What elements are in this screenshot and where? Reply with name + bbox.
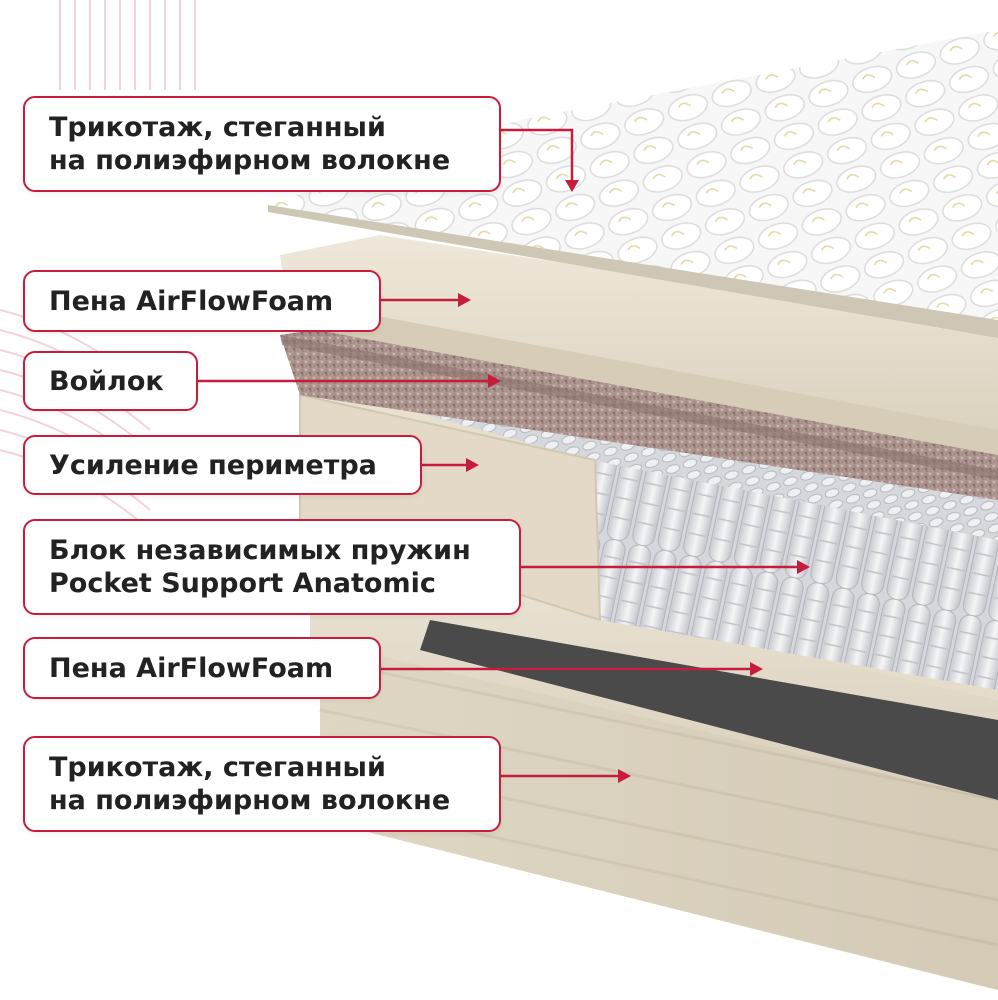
label-lower-foam: Пена AirFlowFoam (23, 637, 381, 699)
label-line: Pocket Support Anatomic (49, 568, 436, 599)
label-line: на полиэфирном волокне (49, 785, 451, 816)
label-bottom-fabric: Трикотаж, стеганный на полиэфирном волок… (23, 736, 501, 832)
label-line: Блок независимых пружин (49, 535, 471, 566)
label-line: Пена AirFlowFoam (49, 652, 334, 684)
top-fabric-layer (268, 30, 998, 338)
label-line: Трикотаж, стеганный (49, 752, 386, 783)
label-felt: Войлок (23, 351, 198, 411)
label-top-fabric: Трикотаж, стеганный на полиэфирном волок… (23, 96, 501, 192)
label-spring-block: Блок независимых пружин Pocket Support A… (23, 519, 521, 615)
felt-layer (280, 320, 998, 500)
label-line: Войлок (49, 365, 164, 397)
label-line: Трикотаж, стеганный (49, 112, 386, 143)
label-line: Усиление периметра (49, 449, 377, 481)
label-line: Пена AirFlowFoam (49, 285, 334, 317)
spring-block (299, 385, 998, 690)
pointer-lines (198, 128, 800, 778)
arrowheads (458, 180, 810, 783)
label-perimeter: Усиление периметра (23, 435, 422, 495)
upper-foam-layer (280, 235, 998, 455)
label-upper-foam: Пена AirFlowFoam (23, 270, 381, 332)
label-line: на полиэфирном волокне (49, 145, 451, 176)
